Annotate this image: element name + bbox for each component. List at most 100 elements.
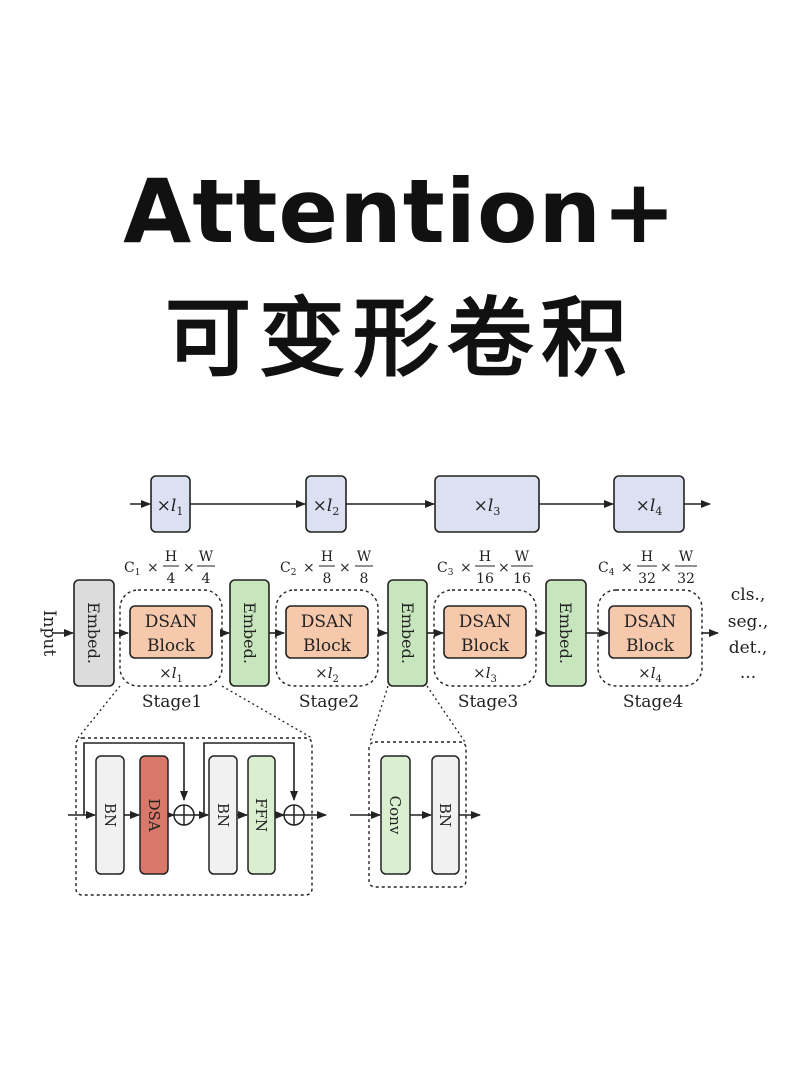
svg-text:×: × xyxy=(303,560,315,576)
repeat-symbol: l xyxy=(327,496,332,516)
svg-text:det.,: det., xyxy=(729,638,768,658)
dimension-label-stage1: C1 × H 4 × W 4 xyxy=(124,549,215,587)
repeat-box-2: ×l2 xyxy=(305,475,347,533)
stage-1-label: Stage1 xyxy=(142,692,202,712)
times-sign: × xyxy=(636,496,650,516)
svg-text:×: × xyxy=(147,560,159,576)
svg-text:H: H xyxy=(641,549,653,565)
stage-1: DSAN Block ×l1 Stage1 xyxy=(119,589,223,712)
svg-text:Block: Block xyxy=(303,636,352,656)
times-sign: × xyxy=(474,496,488,516)
repeat-box-3: ×l3 xyxy=(434,475,540,533)
svg-text:Block: Block xyxy=(626,636,675,656)
svg-text:W: W xyxy=(357,549,372,565)
svg-text:Embed.: Embed. xyxy=(240,602,259,664)
bn-block-1: BN xyxy=(95,755,125,875)
times-sign: × xyxy=(157,496,171,516)
svg-text:C3: C3 xyxy=(437,560,454,578)
svg-text:H: H xyxy=(321,549,333,565)
svg-text:8: 8 xyxy=(360,571,369,587)
ffn-block: FFN xyxy=(247,755,276,875)
embed-block-4: Embed. xyxy=(545,579,587,687)
repeat-symbol: l xyxy=(488,496,493,516)
svg-text:×: × xyxy=(660,560,672,576)
svg-text:×l2: ×l2 xyxy=(313,496,340,518)
svg-text:Embed.: Embed. xyxy=(556,602,575,664)
output-tasks: cls., seg., det., ... xyxy=(728,585,768,683)
svg-text:C4: C4 xyxy=(598,560,615,578)
svg-text:4: 4 xyxy=(167,571,176,587)
embed-detail: Conv BN xyxy=(350,741,481,888)
svg-text:cls.,: cls., xyxy=(731,585,766,605)
svg-text:W: W xyxy=(199,549,214,565)
svg-text:H: H xyxy=(165,549,177,565)
svg-text:8: 8 xyxy=(323,571,332,587)
repeat-sub: 3 xyxy=(493,505,500,518)
svg-text:×l3: ×l3 xyxy=(473,664,497,685)
svg-text:×l4: ×l4 xyxy=(638,664,662,685)
svg-text:16: 16 xyxy=(513,571,531,587)
svg-text:H: H xyxy=(479,549,491,565)
top-repeat-row: ×l1 ×l2 ×l3 ×l4 xyxy=(130,475,711,533)
svg-text:Embed.: Embed. xyxy=(84,602,103,664)
svg-text:BN: BN xyxy=(214,803,232,827)
stage-2: DSAN Block ×l2 Stage2 xyxy=(275,589,379,712)
times-sign: × xyxy=(313,496,327,516)
stage-3-label: Stage3 xyxy=(458,692,518,712)
svg-text:DSAN: DSAN xyxy=(459,612,512,632)
embed-block-2: Embed. xyxy=(229,579,270,687)
svg-text:...: ... xyxy=(740,663,756,683)
dimension-label-stage2: C2 × H 8 × W 8 xyxy=(280,549,373,587)
embed-block-3: Embed. xyxy=(387,579,428,687)
repeat-symbol: l xyxy=(171,496,176,516)
svg-text:32: 32 xyxy=(677,571,695,587)
title-line-2: 可变形卷积 xyxy=(165,289,635,389)
svg-text:×: × xyxy=(339,560,351,576)
svg-text:Embed.: Embed. xyxy=(398,602,417,664)
conv-block: Conv xyxy=(380,755,411,875)
svg-text:Block: Block xyxy=(147,636,196,656)
svg-text:×l4: ×l4 xyxy=(636,496,663,518)
svg-text:4: 4 xyxy=(202,571,211,587)
repeat-sub: 4 xyxy=(655,505,662,518)
dsa-block: DSA xyxy=(139,755,169,875)
dimension-labels: C1 × H 4 × W 4 C2 × H 8 × W 8 C3 × H xyxy=(124,549,697,587)
svg-text:×: × xyxy=(498,560,510,576)
dimension-label-stage3: C3 × H 16 × W 16 xyxy=(437,549,533,587)
svg-text:×l3: ×l3 xyxy=(474,496,501,518)
svg-text:×l1: ×l1 xyxy=(159,664,183,685)
svg-text:×: × xyxy=(621,560,633,576)
svg-text:seg.,: seg., xyxy=(728,612,768,632)
repeat-box-4: ×l4 xyxy=(613,475,685,533)
svg-text:Conv: Conv xyxy=(386,796,404,835)
svg-text:×: × xyxy=(460,560,472,576)
svg-text:DSAN: DSAN xyxy=(145,612,198,632)
dsan-block-detail: BN DSA BN FFN xyxy=(68,737,327,896)
repeat-sub: 1 xyxy=(176,505,183,518)
svg-text:C2: C2 xyxy=(280,560,296,578)
add-node-icon xyxy=(283,804,305,826)
svg-text:W: W xyxy=(515,549,530,565)
repeat-symbol: l xyxy=(650,496,655,516)
input-label: Input xyxy=(39,610,59,656)
svg-text:C1: C1 xyxy=(124,560,140,578)
svg-text:DSA: DSA xyxy=(145,798,163,831)
dimension-label-stage4: C4 × H 32 × W 32 xyxy=(598,549,697,587)
svg-text:BN: BN xyxy=(101,803,119,827)
repeat-box-1: ×l1 xyxy=(150,475,191,533)
svg-text:FFN: FFN xyxy=(252,798,270,832)
svg-text:16: 16 xyxy=(476,571,494,587)
svg-text:32: 32 xyxy=(638,571,656,587)
repeat-sub: 2 xyxy=(332,505,339,518)
svg-text:×l1: ×l1 xyxy=(157,496,184,518)
bn-block-3: BN xyxy=(431,755,460,875)
embed-block-1: Embed. xyxy=(73,579,115,687)
svg-text:DSAN: DSAN xyxy=(301,612,354,632)
svg-text:×l2: ×l2 xyxy=(315,664,339,685)
stage-4: DSAN Block ×l4 Stage4 xyxy=(597,589,703,712)
svg-text:×: × xyxy=(183,560,195,576)
stage-3: DSAN Block ×l3 Stage3 xyxy=(433,589,537,712)
svg-text:W: W xyxy=(679,549,694,565)
svg-text:BN: BN xyxy=(436,803,454,827)
